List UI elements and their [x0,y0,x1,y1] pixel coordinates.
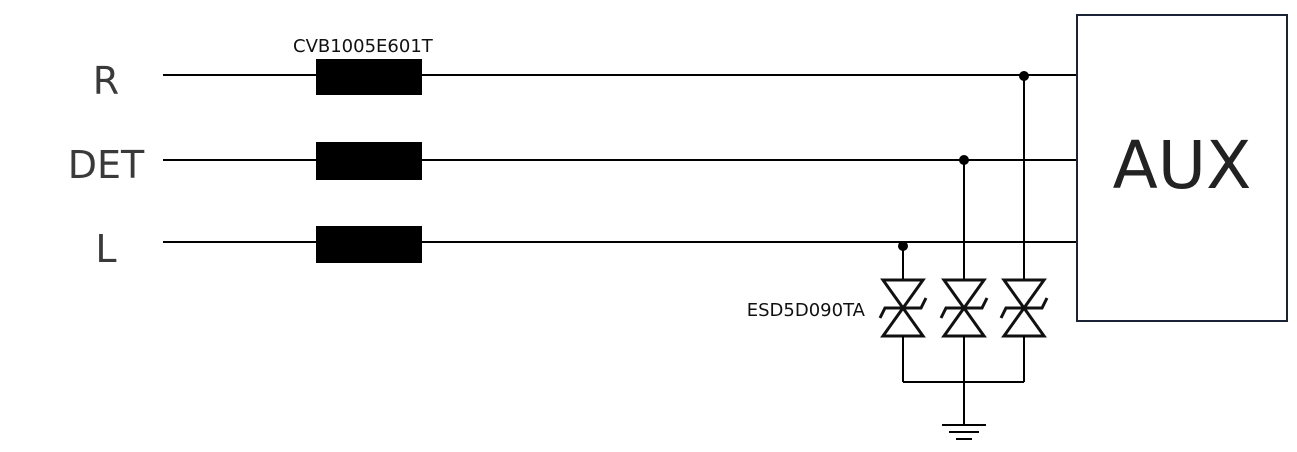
aux-connector-box [1076,14,1288,322]
ferrite-bead-icon [316,142,422,180]
net-label-det: DET [68,143,145,187]
net-label-r: R [93,59,119,103]
tvs-diode-part-number: ESD5D090TA [747,300,866,321]
bidirectional-tvs-diode-icon [999,278,1049,382]
signal-wires [163,74,1077,243]
net-label-l: L [95,227,116,271]
tvs-diode-r [999,278,1049,382]
ground-icon [942,424,986,440]
ferrite-bead-icon [316,59,422,95]
bidirectional-tvs-diode-icon [939,278,989,382]
tvs-drop-wires [902,76,1025,280]
ferrite-beads [316,59,422,263]
ferrite-bead-icon [316,226,422,263]
aux-connector-label: AUX [1113,127,1252,204]
ground-bus [903,381,1024,424]
tvs-diode-l [878,278,928,382]
bidirectional-tvs-diode-icon [878,278,928,382]
tvs-diode-det [939,278,989,382]
ferrite-bead-part-number: CVB1005E601T [293,36,434,57]
